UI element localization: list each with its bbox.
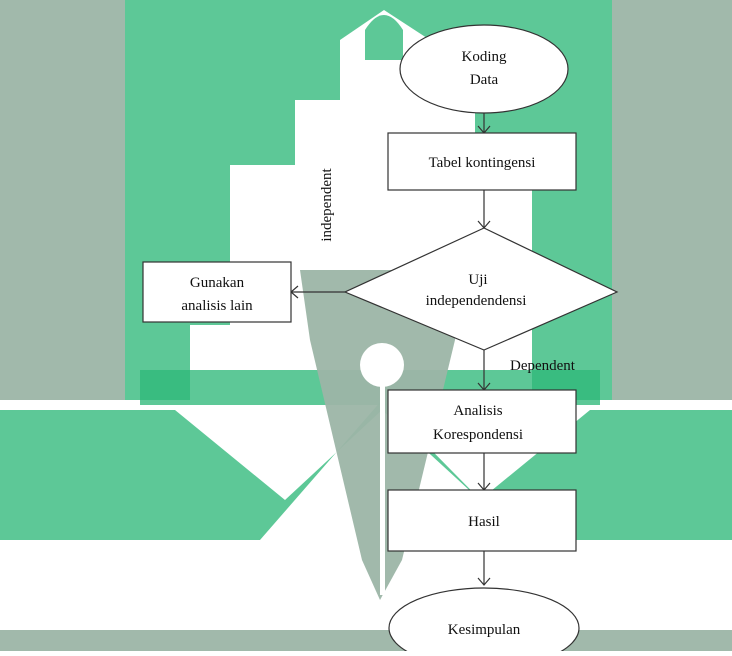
node-end: Kesimpulan [388, 587, 580, 656]
other-label-line1: Gunakan [190, 275, 245, 291]
end-terminal-shape [388, 587, 580, 656]
edge-label-independent: independent [319, 168, 335, 242]
table-label: Tabel kontingensi [429, 155, 536, 171]
result-process-shape [387, 489, 577, 552]
decision-label-line2: independendensi [426, 293, 527, 309]
analysis-label-line1: Analisis [453, 403, 502, 419]
start-label-line1: Koding [462, 49, 508, 65]
decision-label-line1: Uji [468, 272, 487, 288]
node-result: Hasil [387, 489, 577, 552]
node-start: Koding Data [399, 24, 569, 114]
start-label-line2: Data [470, 72, 499, 88]
watermark-pen-hole [360, 343, 404, 387]
node-other: Gunakan analisis lain [142, 261, 292, 323]
watermark-bottom-text-strip [0, 630, 732, 651]
watermark-pen-slit [380, 375, 385, 595]
decision-shape [343, 227, 619, 351]
watermark-right-column [612, 0, 732, 400]
arrowhead-result-to-end [477, 577, 491, 586]
other-label-line2: analisis lain [181, 298, 253, 314]
edge-label-dependent: Dependent [510, 358, 576, 374]
node-table: Tabel kontingensi [387, 132, 577, 191]
analysis-label-line2: Korespondensi [433, 427, 523, 443]
node-analysis: Analisis Korespondensi [387, 389, 577, 454]
table-process-shape [387, 132, 577, 191]
watermark-finial [365, 15, 403, 60]
other-process-shape [142, 261, 292, 323]
start-terminal-shape [399, 24, 569, 114]
end-label: Kesimpulan [448, 622, 521, 638]
watermark-left-column [0, 0, 125, 400]
analysis-process-shape [387, 389, 577, 454]
node-decision: Uji independendensi [343, 227, 619, 351]
result-label: Hasil [468, 514, 500, 530]
